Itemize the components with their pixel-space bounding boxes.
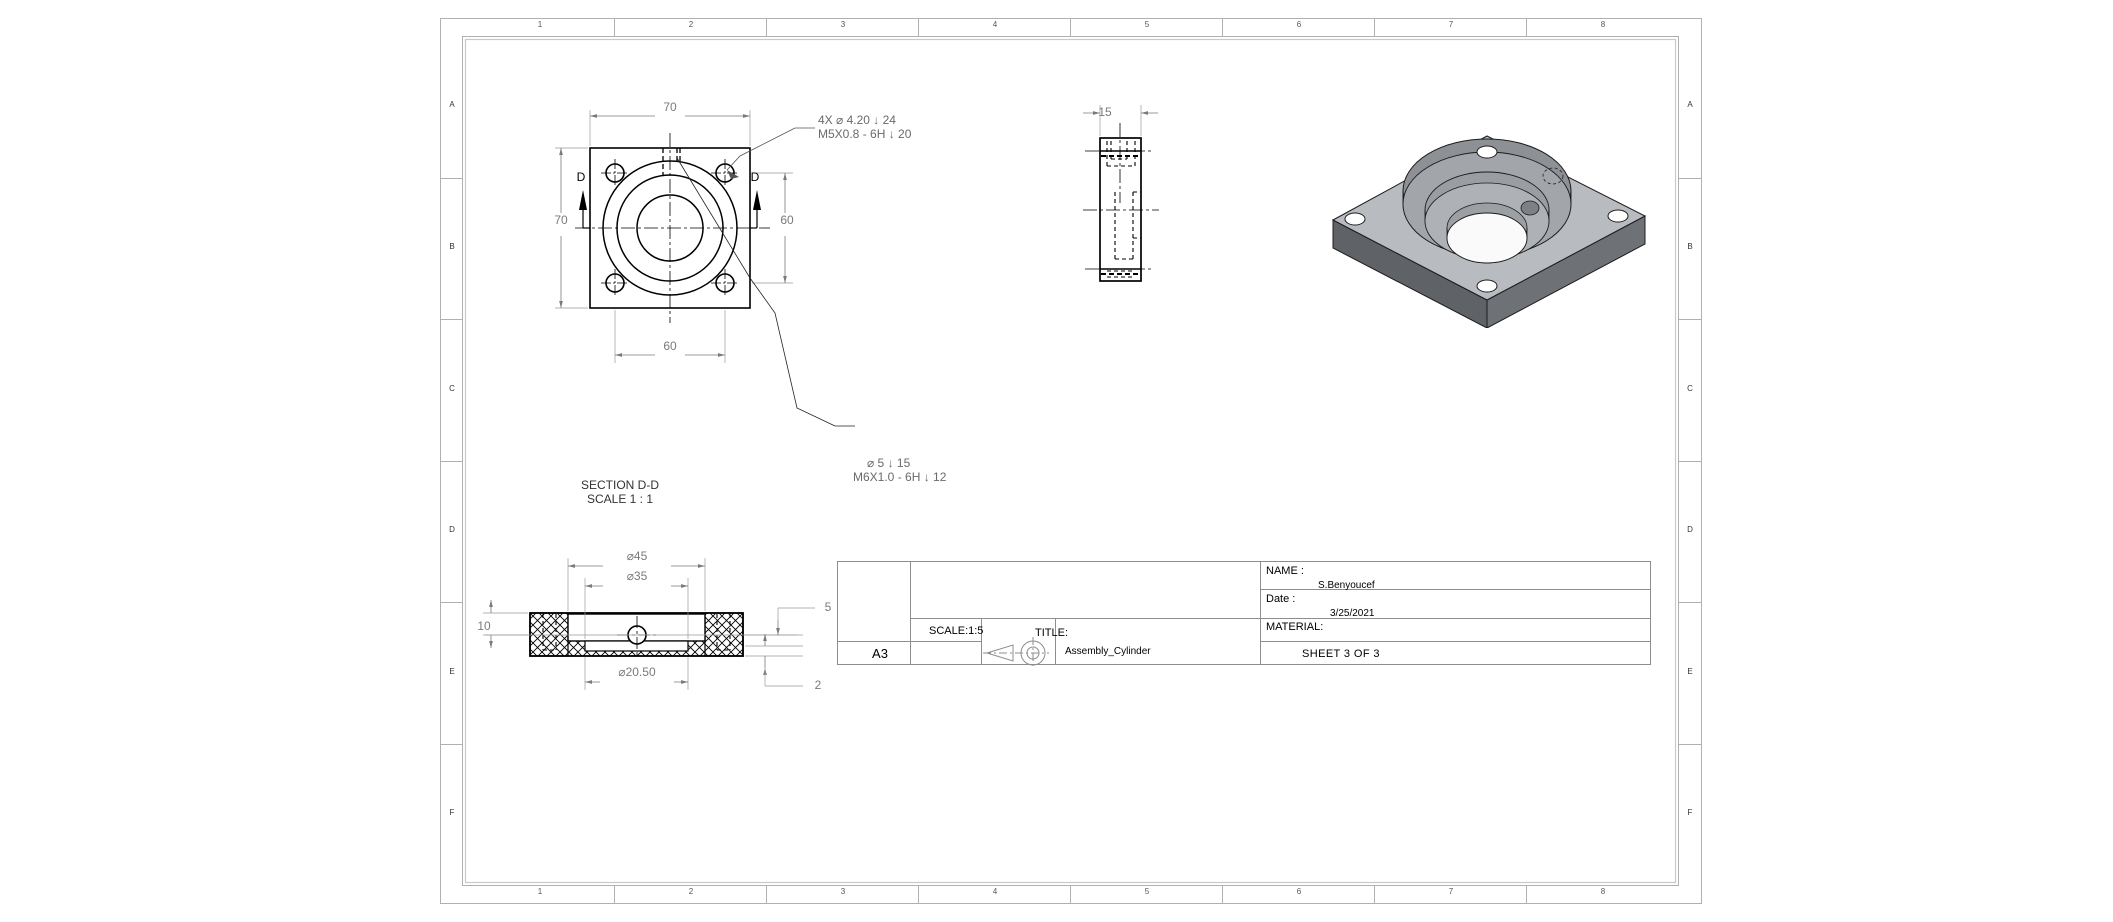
iso-counterbore bbox=[1402, 138, 1572, 264]
zone-bottom-4: 4 bbox=[992, 887, 998, 896]
section-dim-right-5-label: 5 bbox=[824, 600, 832, 614]
title-block-title-label: TITLE: bbox=[1035, 627, 1069, 639]
section-marker-right bbox=[750, 190, 761, 229]
title-block-date-label: Date : bbox=[1266, 593, 1296, 605]
zone-bottom-5: 5 bbox=[1144, 887, 1150, 896]
zone-top-6: 6 bbox=[1296, 20, 1302, 29]
iso-inner-tap-hole bbox=[1520, 200, 1540, 216]
section-dim-d45-label: ⌀45 bbox=[603, 549, 671, 563]
section-marker-left bbox=[579, 190, 590, 229]
section-title-line1: SECTION D-D bbox=[581, 478, 659, 492]
zone-right-d: D bbox=[1687, 525, 1693, 534]
side-dim-thickness bbox=[1083, 105, 1158, 136]
iso-hidden-tap-hole bbox=[1542, 167, 1564, 185]
zone-left-b: B bbox=[449, 242, 455, 251]
zone-top-4: 4 bbox=[992, 20, 998, 29]
zone-bottom-1: 1 bbox=[537, 887, 543, 896]
front-dim-bottom-label: 60 bbox=[655, 339, 685, 353]
zone-left-d: D bbox=[449, 525, 455, 534]
front-dim-top-label: 70 bbox=[655, 100, 685, 114]
title-block-name-label: NAME : bbox=[1266, 565, 1304, 577]
section-dim-d2050-label: ⌀20.50 bbox=[600, 665, 674, 679]
drawing-sheet: 1 2 3 4 5 6 7 8 1 2 3 4 5 6 7 8 A B C D … bbox=[440, 18, 1702, 904]
zone-top-5: 5 bbox=[1144, 20, 1150, 29]
zone-labels-bottom: 1 2 3 4 5 6 7 8 bbox=[440, 887, 1702, 903]
callout-leaders bbox=[676, 127, 855, 427]
zone-top-1: 1 bbox=[537, 20, 543, 29]
section-dim-right-2-label: 2 bbox=[814, 678, 822, 692]
zone-left-c: C bbox=[449, 384, 455, 393]
title-block-format-value: A3 bbox=[872, 646, 888, 661]
side-hidden-lines bbox=[1106, 141, 1141, 278]
title-block-scale-label: SCALE:1:5 bbox=[929, 625, 984, 637]
zone-bottom-6: 6 bbox=[1296, 887, 1302, 896]
section-letter-left: D bbox=[576, 170, 586, 184]
side-plate-outline bbox=[1099, 137, 1142, 282]
zone-right-c: C bbox=[1687, 384, 1693, 393]
zone-bottom-2: 2 bbox=[688, 887, 694, 896]
zone-left-a: A bbox=[449, 100, 455, 109]
zone-bottom-8: 8 bbox=[1600, 887, 1606, 896]
zone-top-2: 2 bbox=[688, 20, 694, 29]
section-dim-height bbox=[483, 600, 528, 648]
zone-labels-top: 1 2 3 4 5 6 7 8 bbox=[440, 20, 1702, 36]
title-block-name-value: S.Benyoucef bbox=[1318, 580, 1375, 591]
zone-top-3: 3 bbox=[840, 20, 846, 29]
zone-bottom-7: 7 bbox=[1448, 887, 1454, 896]
isometric-view bbox=[1331, 135, 1647, 328]
section-dim-right-5 bbox=[745, 607, 815, 647]
section-view-title: SECTION D-D SCALE 1 : 1 bbox=[520, 478, 720, 506]
title-block-title-value: Assembly_Cylinder bbox=[1065, 646, 1151, 657]
title-block-material-label: MATERIAL: bbox=[1266, 621, 1324, 633]
zone-top-7: 7 bbox=[1448, 20, 1454, 29]
section-dim-height-label: 10 bbox=[467, 619, 501, 633]
title-block-frame bbox=[837, 561, 1651, 666]
zone-left-f: F bbox=[449, 808, 455, 817]
front-bore-circles bbox=[602, 160, 738, 296]
zone-labels-left: A B C D E F bbox=[442, 18, 462, 904]
section-title-line2: SCALE 1 : 1 bbox=[586, 492, 654, 506]
section-letter-right: D bbox=[750, 170, 760, 184]
zone-top-8: 8 bbox=[1600, 20, 1606, 29]
title-block-sheet-value: SHEET 3 OF 3 bbox=[1302, 648, 1380, 660]
first-angle-projection-icon bbox=[983, 637, 1049, 666]
sheet-border-frame bbox=[440, 18, 1702, 904]
side-view bbox=[1083, 105, 1159, 282]
callout-corner-holes-line2: M5X0.8 - 6H ↓ 20 bbox=[818, 127, 912, 141]
zone-right-e: E bbox=[1687, 667, 1693, 676]
front-dim-left-label: 70 bbox=[547, 213, 575, 227]
front-dim-right-label: 60 bbox=[773, 213, 801, 227]
callout-center-hole: ⌀ 5 ↓ 15 M6X1.0 - 6H ↓ 12 bbox=[853, 456, 946, 484]
zone-right-a: A bbox=[1687, 100, 1693, 109]
iso-corner-holes bbox=[1344, 145, 1629, 293]
zone-labels-right: A B C D E F bbox=[1680, 18, 1700, 904]
section-view-dd bbox=[483, 557, 815, 690]
title-block-date-value: 3/25/2021 bbox=[1330, 608, 1375, 619]
zone-left-e: E bbox=[449, 667, 455, 676]
section-dim-d35-label: ⌀35 bbox=[603, 569, 671, 583]
zone-right-f: F bbox=[1687, 808, 1693, 817]
callout-center-hole-line2: M6X1.0 - 6H ↓ 12 bbox=[853, 470, 947, 484]
side-dim-thickness-label: 15 bbox=[1098, 105, 1112, 119]
section-dim-right-2 bbox=[745, 634, 803, 687]
callout-center-hole-line1: ⌀ 5 ↓ 15 bbox=[867, 456, 911, 470]
callout-corner-holes-line1: 4X ⌀ 4.20 ↓ 24 bbox=[818, 113, 896, 127]
zone-right-b: B bbox=[1687, 242, 1693, 251]
leader-corner-holes bbox=[726, 127, 796, 171]
zone-bottom-3: 3 bbox=[840, 887, 846, 896]
front-hidden-tap bbox=[662, 148, 681, 175]
leader-center-hole bbox=[676, 157, 836, 427]
callout-corner-holes: 4X ⌀ 4.20 ↓ 24 M5X0.8 - 6H ↓ 20 bbox=[818, 113, 911, 141]
front-corner-holes bbox=[601, 159, 739, 297]
